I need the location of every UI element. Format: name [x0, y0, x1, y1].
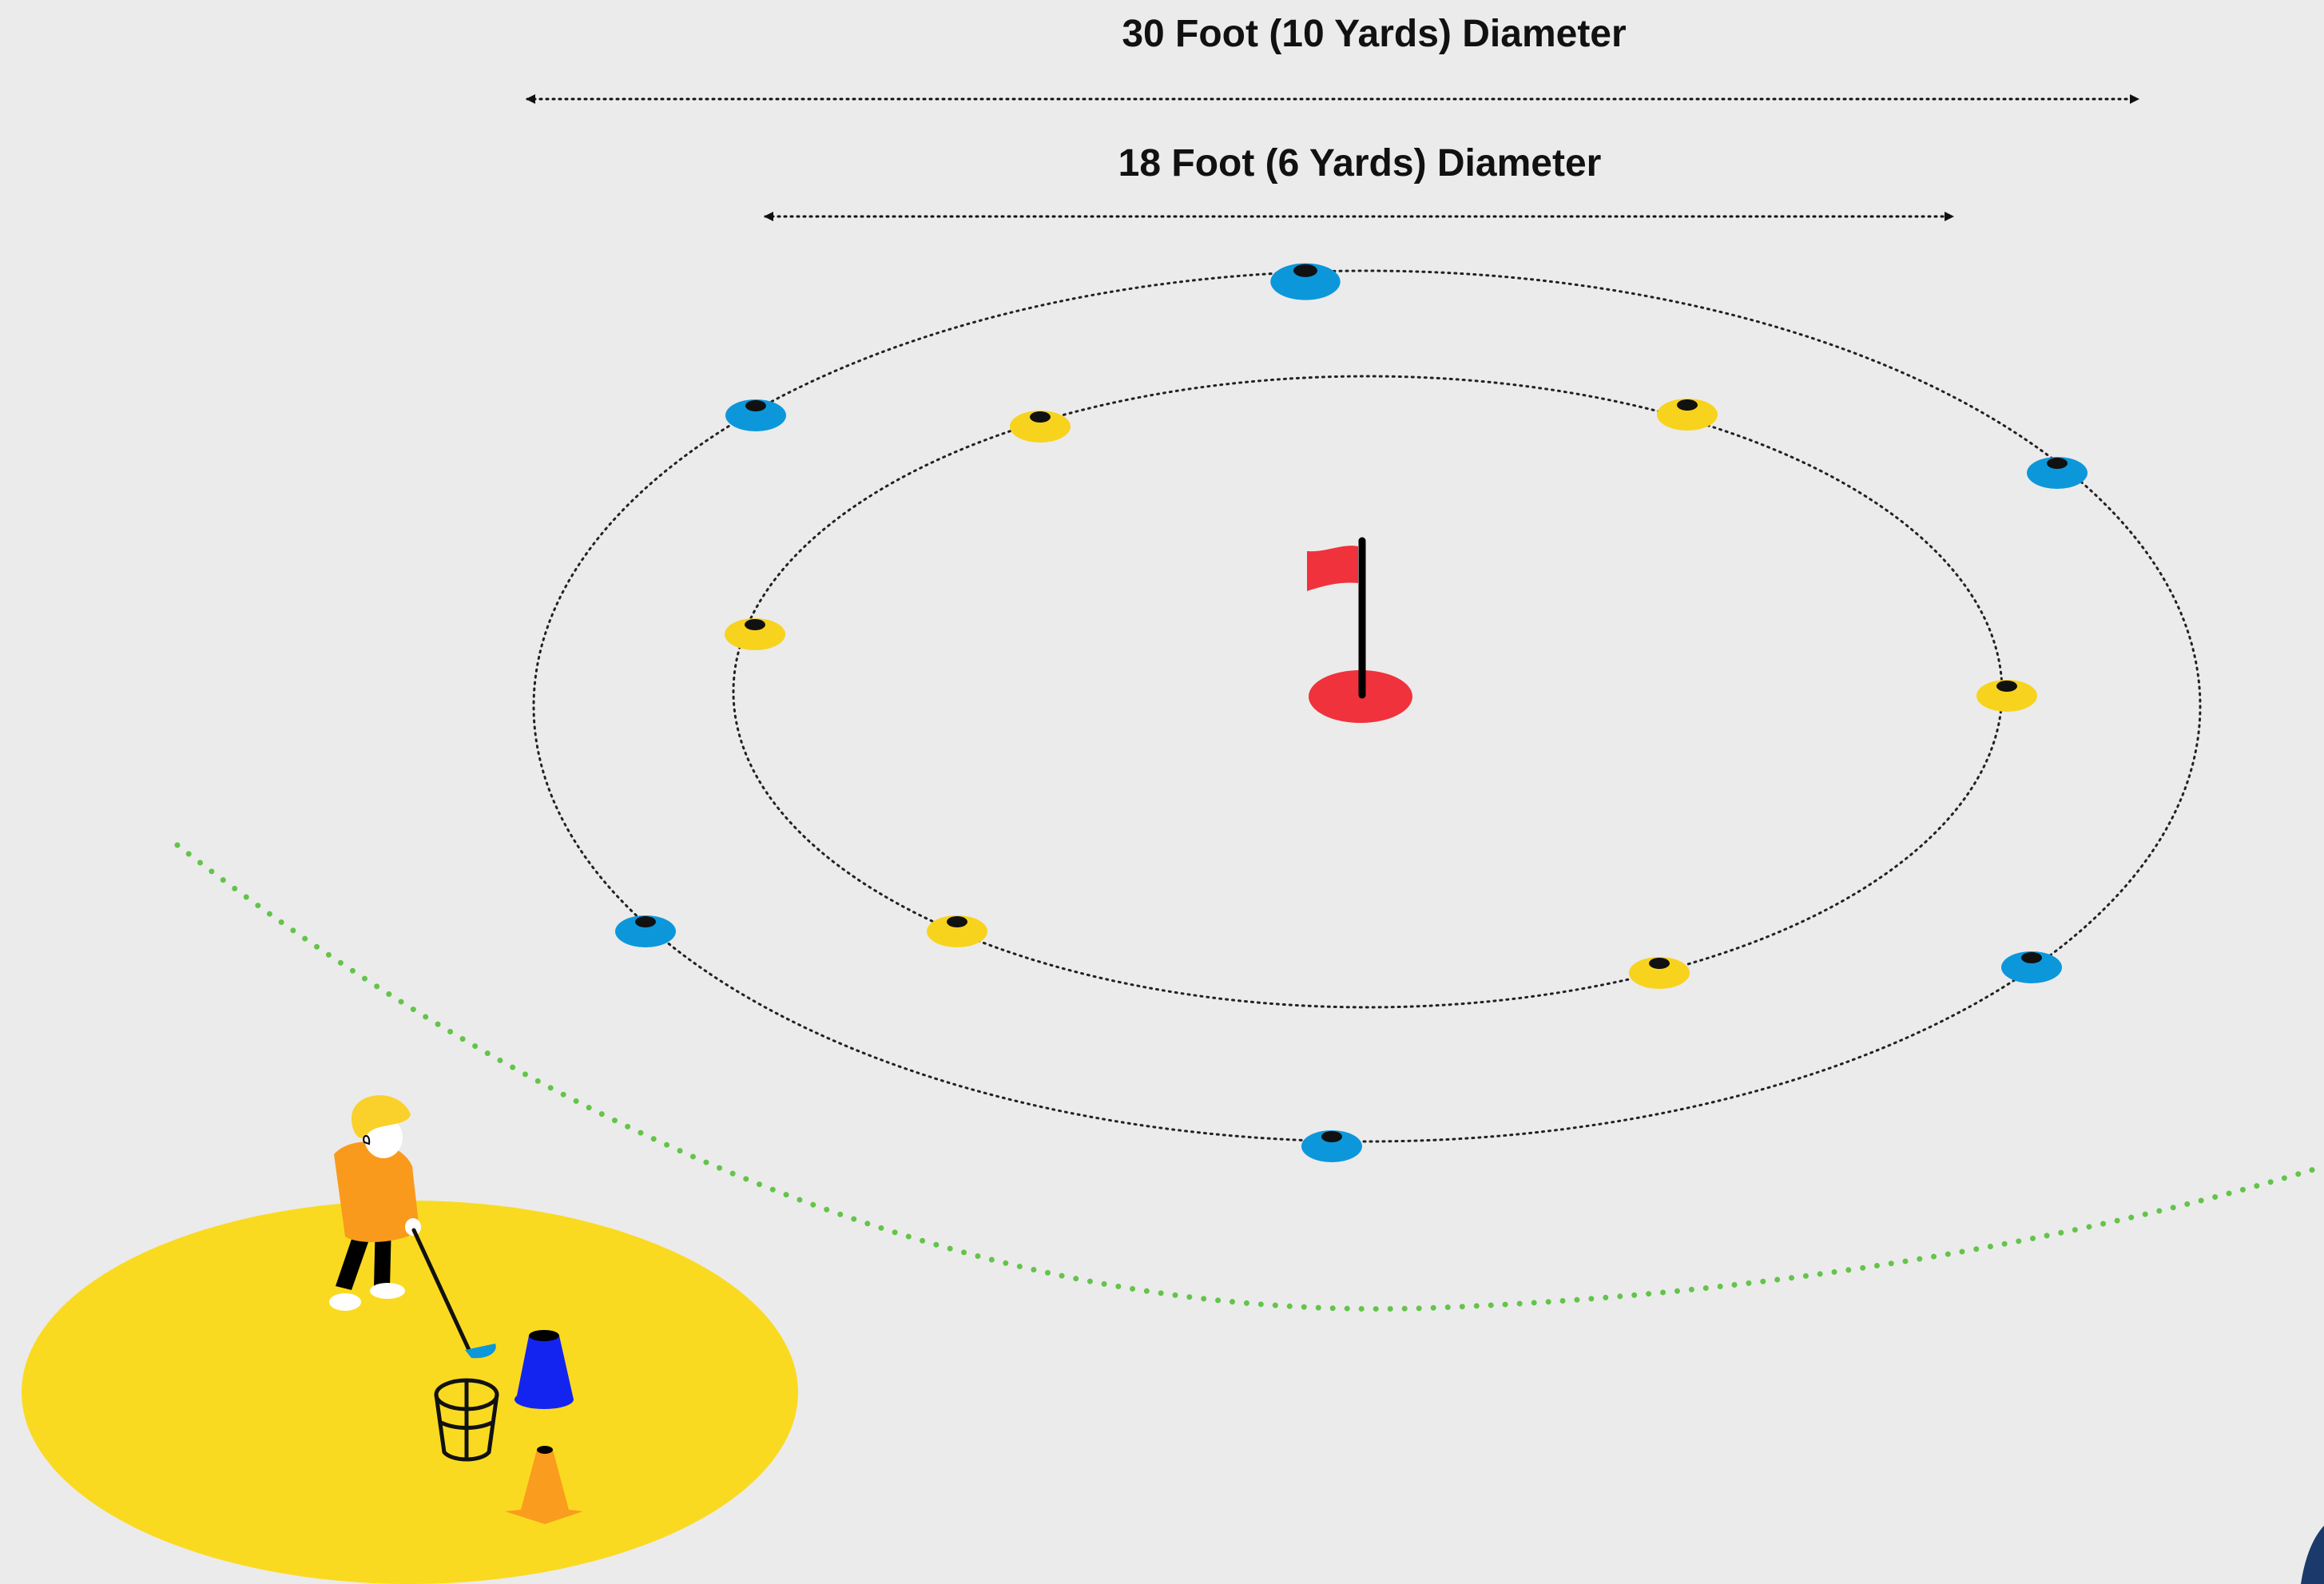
inner-diameter-label: 18 Foot (6 Yards) Diameter [1118, 142, 1602, 185]
disc-cone-icon [2001, 951, 2062, 983]
flag-icon [1307, 541, 1412, 723]
corner-mark [2301, 1526, 2324, 1584]
disc-cone-icon [1657, 399, 1718, 431]
outer-diameter-label: 30 Foot (10 Yards) Diameter [1122, 13, 1626, 55]
flag [1307, 546, 1358, 591]
disc-cone-icon [1976, 680, 2037, 712]
disc-cone-icon [1010, 411, 1071, 443]
disc-cone-icon [725, 399, 786, 431]
disc-cone-icon [1270, 264, 1340, 300]
disc-cone-icon [927, 915, 987, 947]
tee-zone [22, 1201, 798, 1584]
disc-cone-icon [1301, 1130, 1362, 1162]
disc-cone-icon [2027, 457, 2088, 489]
disc-cone-icon [615, 915, 676, 947]
disc-cone-icon [725, 618, 785, 650]
disc-cone-icon [1629, 957, 1690, 989]
